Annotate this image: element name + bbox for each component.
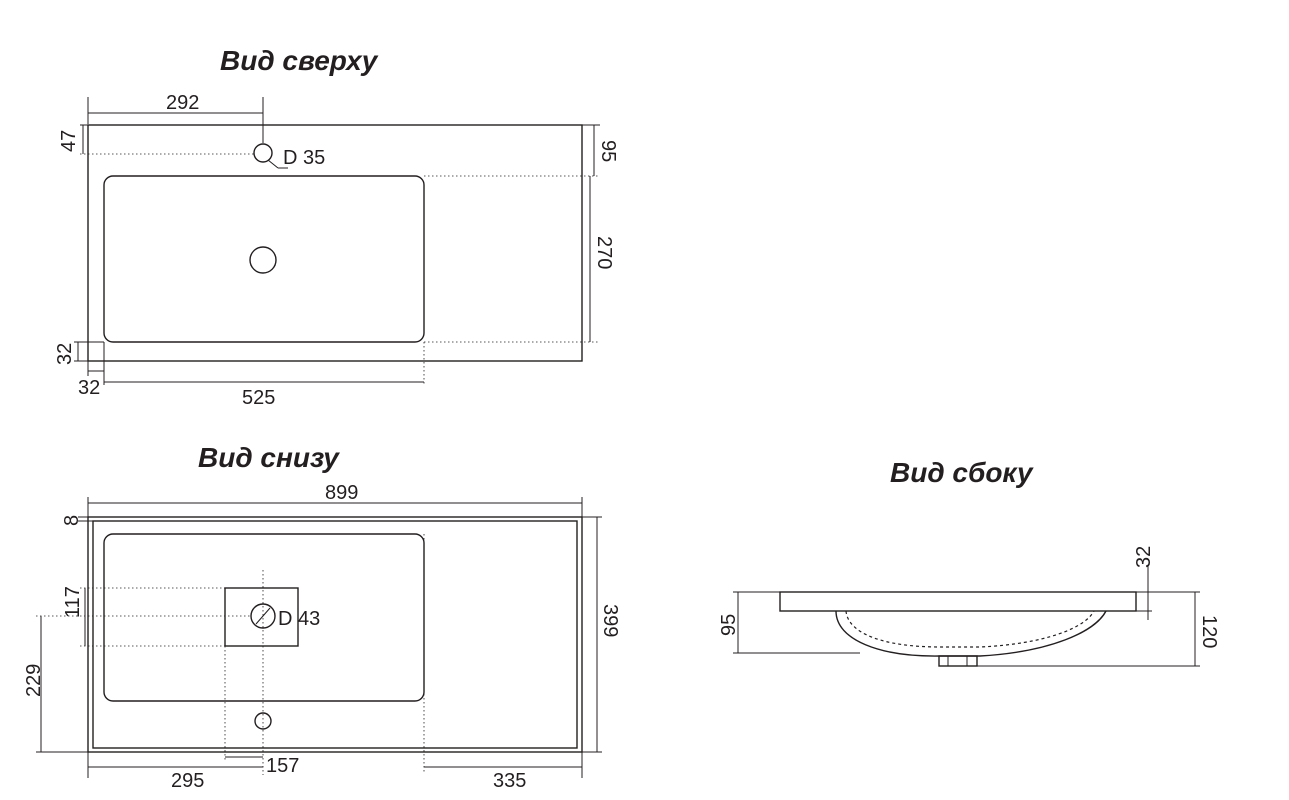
dim-157-label: 157 (266, 755, 299, 777)
dim-95-side-label: 95 (718, 614, 740, 636)
dim-120-label: 120 (1198, 615, 1220, 648)
side-view-title: Вид сбоку (890, 457, 1034, 488)
side-bowl-outer (835, 610, 1107, 657)
dim-32-side-label: 32 (78, 377, 100, 399)
side-bowl-inner (845, 610, 1095, 648)
top-faucet-hole (253, 143, 273, 163)
top-bowl-outline (103, 175, 425, 343)
dim-899-label: 899 (325, 482, 358, 504)
top-drain-circle (249, 246, 277, 274)
dim-117-label: 117 (62, 586, 84, 618)
dim-95-label: 95 (597, 140, 619, 162)
top-view-title: Вид сверху (220, 45, 379, 76)
dim-8-label: 8 (61, 515, 83, 526)
faucet-leader (267, 159, 279, 169)
dim-292-label: 292 (166, 92, 199, 114)
dim-229-label: 229 (23, 664, 45, 697)
side-slab (779, 591, 1137, 612)
bottom-view-title: Вид снизу (198, 442, 340, 473)
bottom-drain-hole (250, 603, 276, 629)
bottom-inner-outline (92, 520, 578, 749)
dim-32-front-label: 32 (54, 343, 76, 365)
top-view: Вид сверху D 35 292 47 95 270 32 (54, 45, 619, 409)
side-view: Вид сбоку 95 32 120 (718, 457, 1220, 667)
bottom-view: Вид снизу 899 D 43 8 117 229 399 (23, 442, 621, 792)
top-countertop-outline (87, 124, 583, 362)
bottom-overflow-hole (254, 712, 272, 730)
dim-295-label: 295 (171, 770, 204, 792)
drain-leader (255, 607, 271, 625)
dim-399-label: 399 (599, 604, 621, 637)
dim-47-label: 47 (58, 130, 80, 152)
bottom-bowl-outline (103, 533, 425, 702)
dim-270-label: 270 (593, 236, 615, 269)
faucet-hole-label: D 35 (283, 147, 325, 169)
drain-hole-label: D 43 (278, 608, 320, 630)
side-drain-stub (938, 655, 978, 667)
bottom-mount-plate (224, 587, 299, 647)
dim-335-label: 335 (493, 770, 526, 792)
dim-525-label: 525 (242, 387, 275, 409)
dim-32-side-top-label: 32 (1133, 546, 1155, 568)
bottom-countertop-outline (87, 516, 583, 753)
